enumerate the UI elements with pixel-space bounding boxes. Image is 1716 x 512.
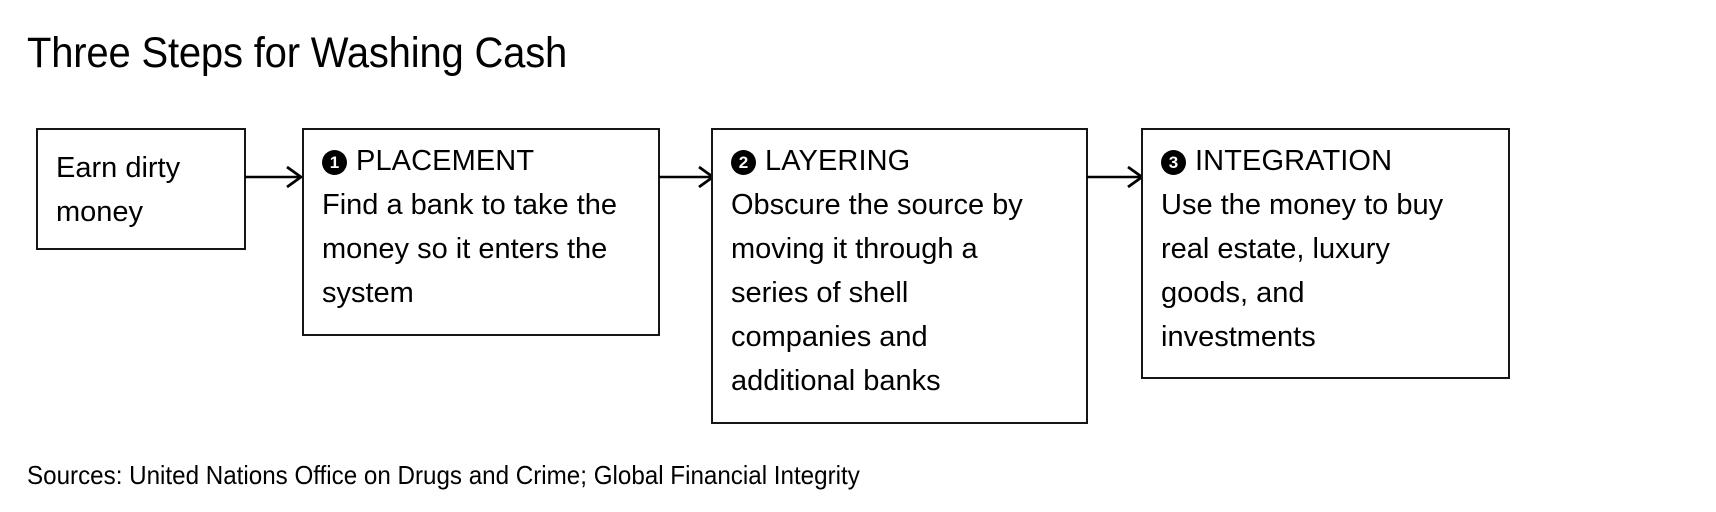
step-title-3: INTEGRATION [1195,145,1393,177]
flow-node-text: Earn dirty money [56,152,181,228]
flow-arrow-1 [245,165,303,189]
flow-arrow-3 [1087,165,1144,189]
step-number-badge-2: 2 [731,149,756,175]
step-body-3: Use the money to buy real estate, luxury… [1161,189,1444,353]
flow-node-integration: 3 INTEGRATION Use the money to buy real … [1141,128,1510,379]
step-header-3: 3 INTEGRATION [1161,139,1502,183]
flow-node-earn-dirty-money: Earn dirty money [36,128,246,250]
step-number-badge-1: 1 [322,149,347,175]
source-note: Sources: United Nations Office on Drugs … [27,460,860,490]
page-title: Three Steps for Washing Cash [27,29,568,77]
step-header-2: 2 LAYERING [731,139,1080,183]
flow-node-layering: 2 LAYERING Obscure the source by moving … [711,128,1088,424]
step-header-1: 1 PLACEMENT [322,139,652,183]
flow-arrow-2 [659,165,715,189]
step-title-2: LAYERING [765,145,911,177]
step-body-1: Find a bank to take the money so it ente… [322,189,618,309]
step-title-1: PLACEMENT [356,145,535,177]
flow-node-placement: 1 PLACEMENT Find a bank to take the mone… [302,128,660,336]
step-number-badge-3: 3 [1161,149,1186,175]
step-body-2: Obscure the source by moving it through … [731,189,1023,397]
